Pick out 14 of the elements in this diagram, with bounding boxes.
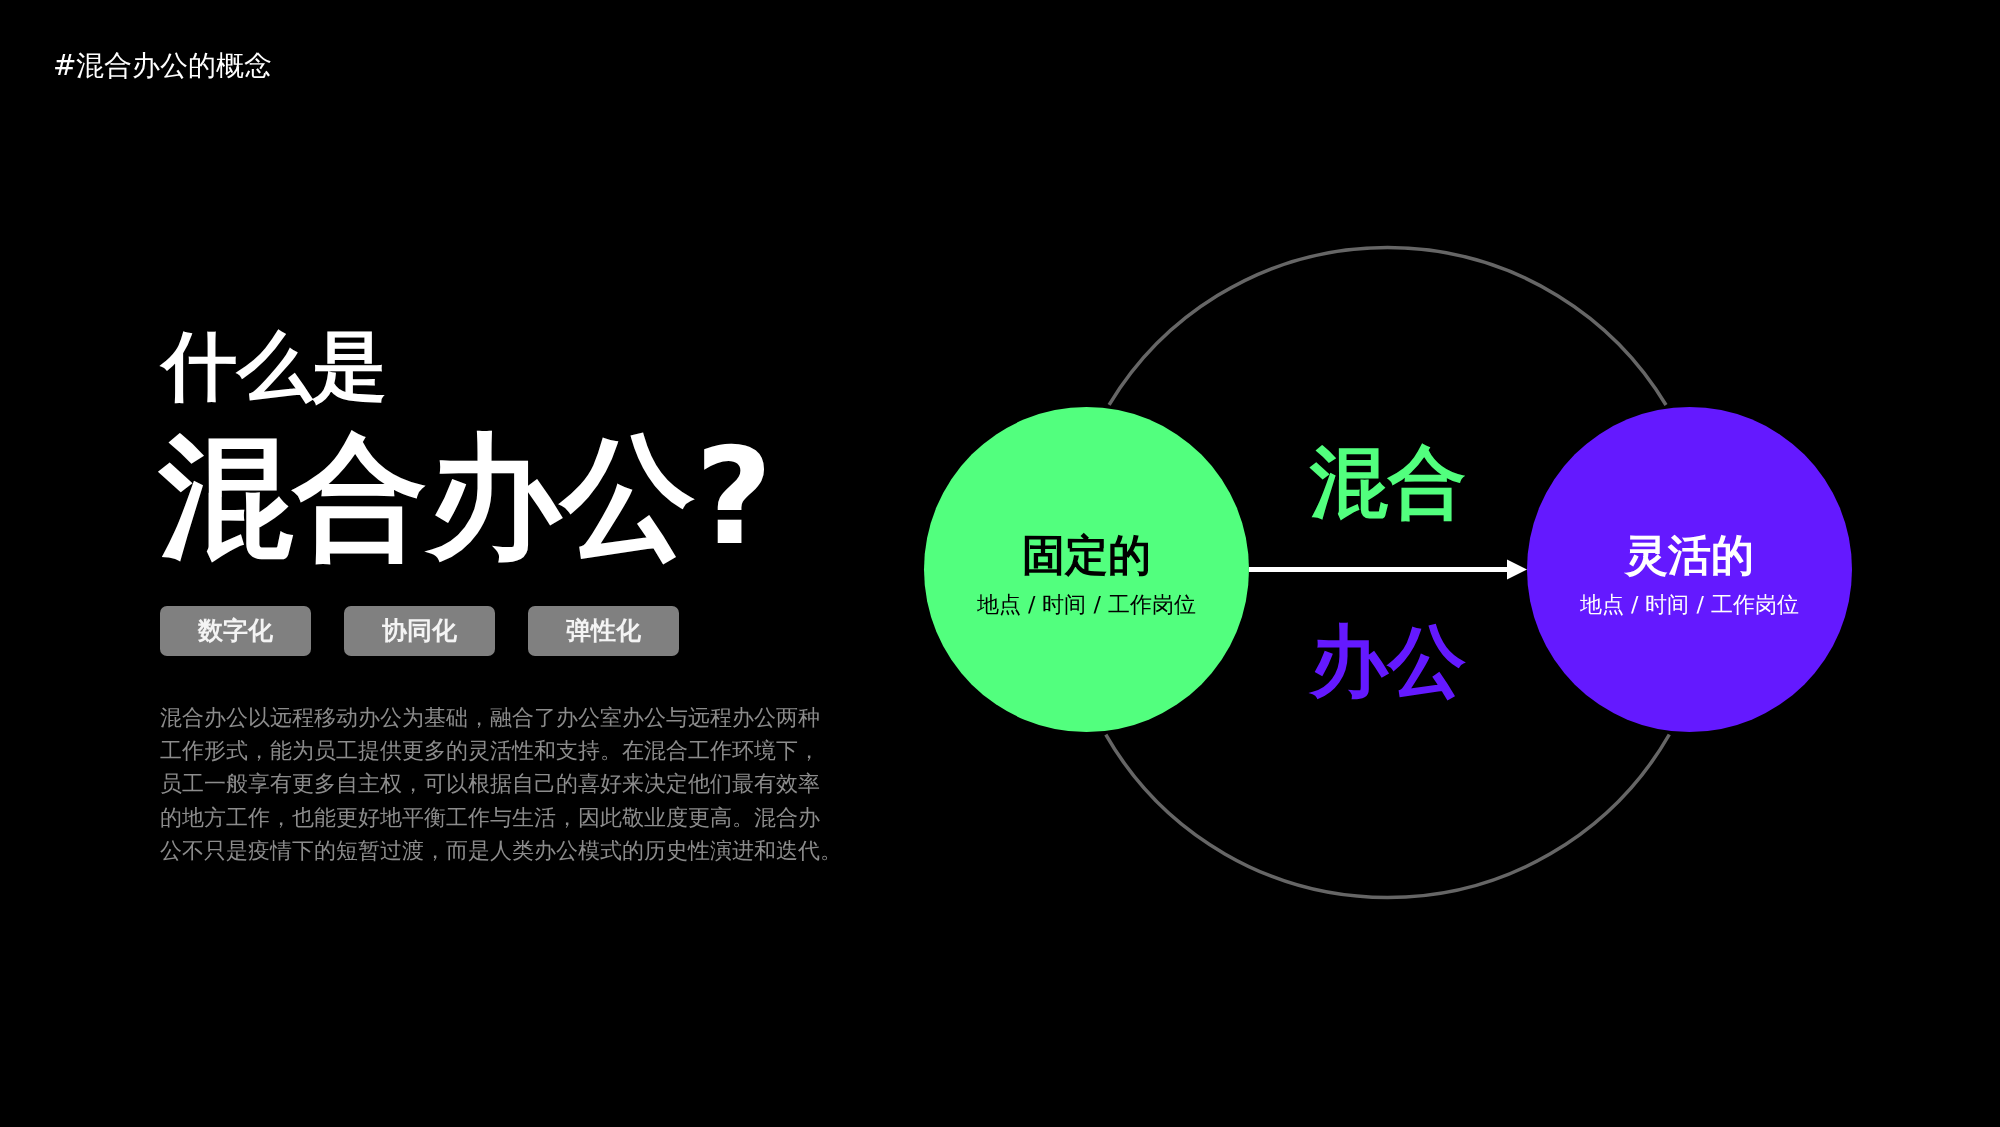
section-title: #混合办公的概念 [53, 49, 273, 83]
center-heading: 办公 [1310, 622, 1466, 700]
circle-subtitle: 地点 / 时间 / 工作岗位 [1580, 590, 1799, 619]
keyword-tag: 弹性化 [528, 606, 679, 656]
keyword-tag: 协同化 [344, 606, 495, 656]
circle-title: 灵活的 [1625, 529, 1754, 582]
arrow [1249, 559, 1527, 580]
description-paragraph: 混合办公以远程移动办公为基础，融合了办公室办公与远程办公两种工作形式，能为员工提供更多的灵活性和支持。在混合工作环境下，员工一般享有更多自主权，可以根据自己的喜好来决定他们最有效率的地方工作，也能更好地平衡工作与生活，因此敬业度更高。混合办公不只是疫情下的短暂过渡，而是人类办公模式的历史性演进和迭代。 [160, 703, 843, 865]
main-heading: 混合办公? [159, 424, 773, 572]
heading-line: 什么是 [162, 325, 387, 408]
circle-title: 固定的 [1022, 529, 1151, 582]
circle-subtitle: 地点 / 时间 / 工作岗位 [977, 590, 1196, 619]
keyword-tag: 数字化 [160, 606, 311, 656]
center-heading: 混合 [1310, 443, 1466, 521]
